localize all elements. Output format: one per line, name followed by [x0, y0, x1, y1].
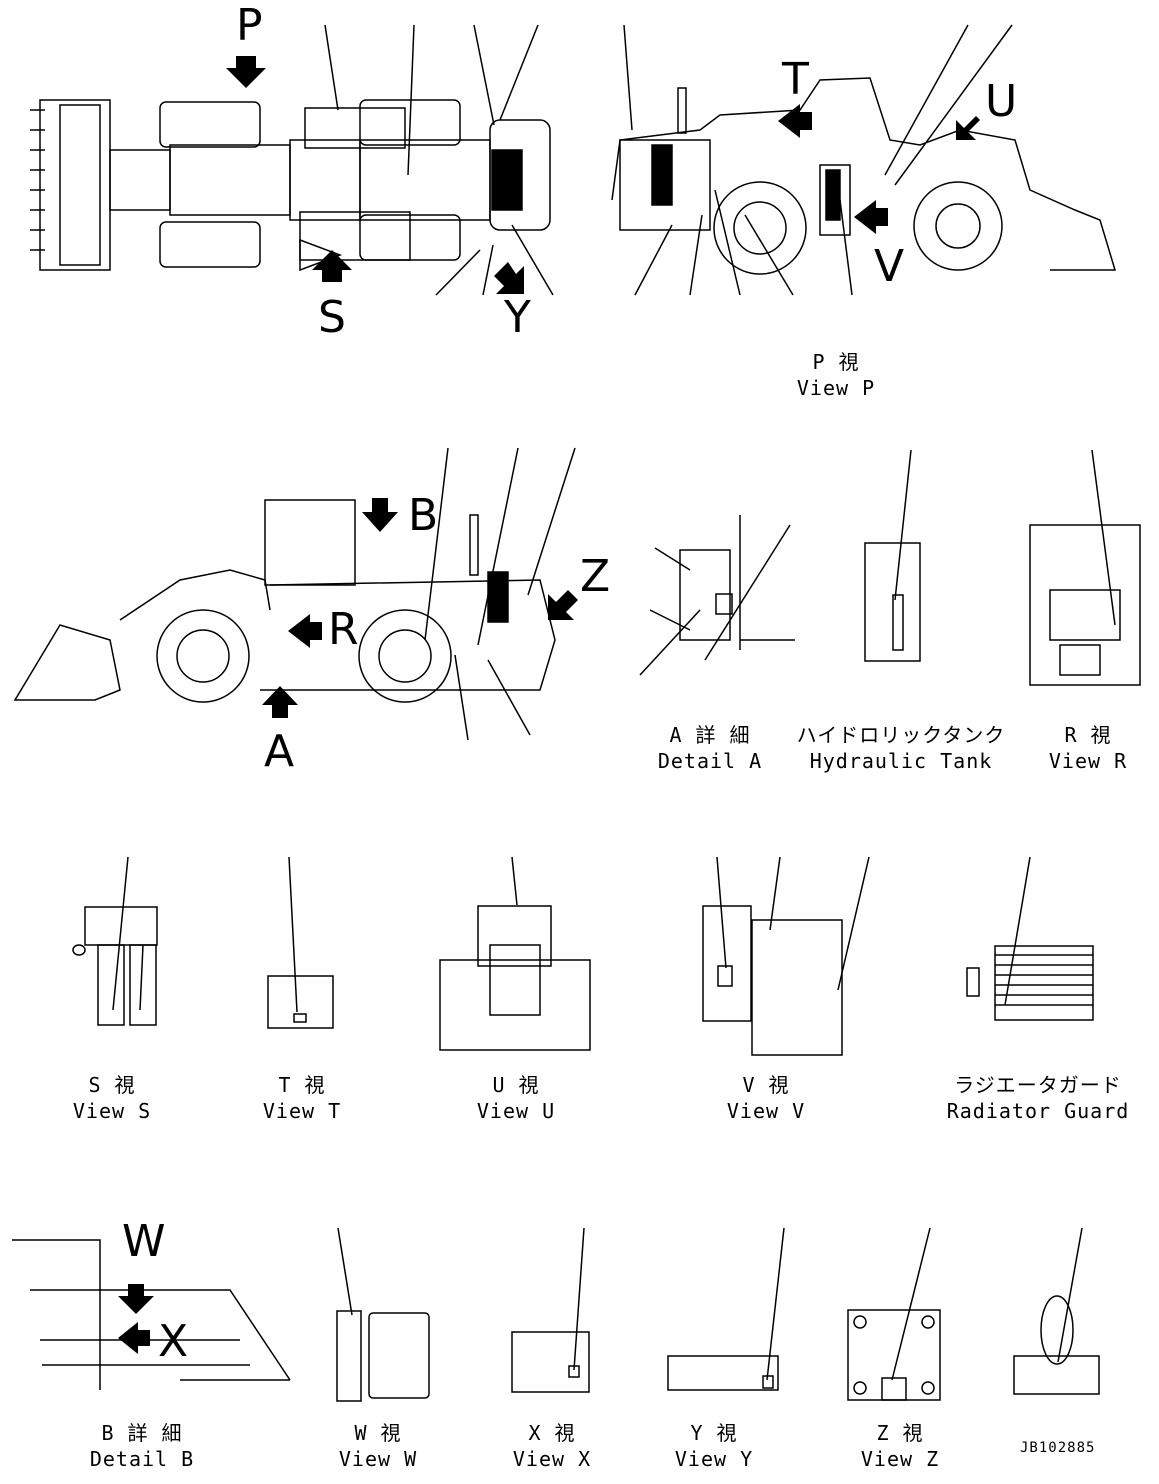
arrow-label-a: A — [264, 726, 295, 777]
arrow-p-icon — [226, 56, 266, 88]
arrow-label-s: S — [318, 292, 346, 343]
last-panel-drawing — [1013, 1295, 1100, 1395]
arrow-label-x: X — [158, 1316, 189, 1367]
arrow-w-icon — [118, 1284, 154, 1314]
arrow-label-b: B — [408, 490, 439, 541]
view-p-drawing — [611, 77, 1117, 275]
view-v-drawing — [702, 905, 843, 1056]
view-t-drawing — [267, 975, 334, 1029]
arrow-s-icon — [312, 250, 352, 282]
view-r-drawing — [1029, 524, 1141, 686]
arrow-a-icon — [262, 686, 298, 718]
arrow-label-t: T — [782, 54, 809, 105]
arrow-label-u: U — [985, 76, 1018, 127]
drawing-code: JB102885 — [1020, 1440, 1096, 1456]
arrow-b-icon — [362, 498, 398, 532]
arrow-z-icon — [548, 590, 578, 620]
view-u-drawing — [439, 905, 591, 1051]
arrow-v-icon — [854, 200, 888, 234]
radiator-guard-drawing — [966, 945, 1094, 1021]
arrow-t-icon — [778, 104, 812, 138]
arrow-label-z: Z — [580, 551, 611, 602]
arrow-y-icon — [494, 262, 524, 294]
side-view-drawing — [13, 499, 556, 703]
view-s-drawing — [72, 906, 158, 1026]
arrow-label-w: W — [122, 1216, 166, 1267]
detail-a-drawing — [649, 515, 795, 650]
arrow-label-y: Y — [504, 292, 531, 343]
arrow-x-icon — [118, 1322, 150, 1354]
view-y-drawing — [667, 1355, 779, 1391]
view-z-drawing — [847, 1309, 941, 1401]
hydraulic-tank-drawing — [864, 542, 921, 662]
view-w-drawing — [336, 1310, 430, 1402]
arrow-u-icon — [956, 116, 980, 140]
arrow-r-icon — [288, 614, 322, 648]
arrow-label-v: V — [874, 241, 905, 292]
arrow-label-p: P — [236, 0, 263, 51]
top-view-drawing — [30, 99, 551, 272]
arrow-label-r: R — [328, 604, 359, 655]
view-x-drawing — [511, 1331, 590, 1393]
